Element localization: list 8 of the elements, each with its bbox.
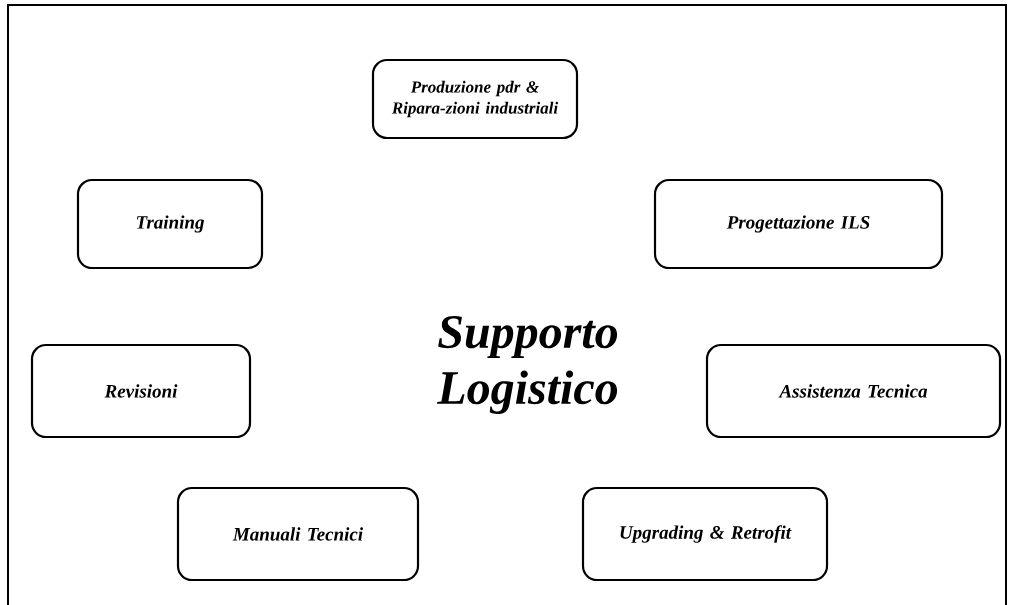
rounded-box: Upgrading & Retrofit xyxy=(581,486,829,582)
rounded-box: Manuali Tecnici xyxy=(176,486,420,582)
rounded-box: Revisioni xyxy=(30,343,252,439)
rounded-box: Progettazione ILS xyxy=(653,178,944,270)
rounded-box: Produzione pdr & Ripara-zioni industriali xyxy=(371,58,579,140)
title: Supporto Logistico xyxy=(437,316,618,414)
rounded-box: Assistenza Tecnica xyxy=(705,343,1002,439)
rounded-box: Training xyxy=(76,178,264,270)
